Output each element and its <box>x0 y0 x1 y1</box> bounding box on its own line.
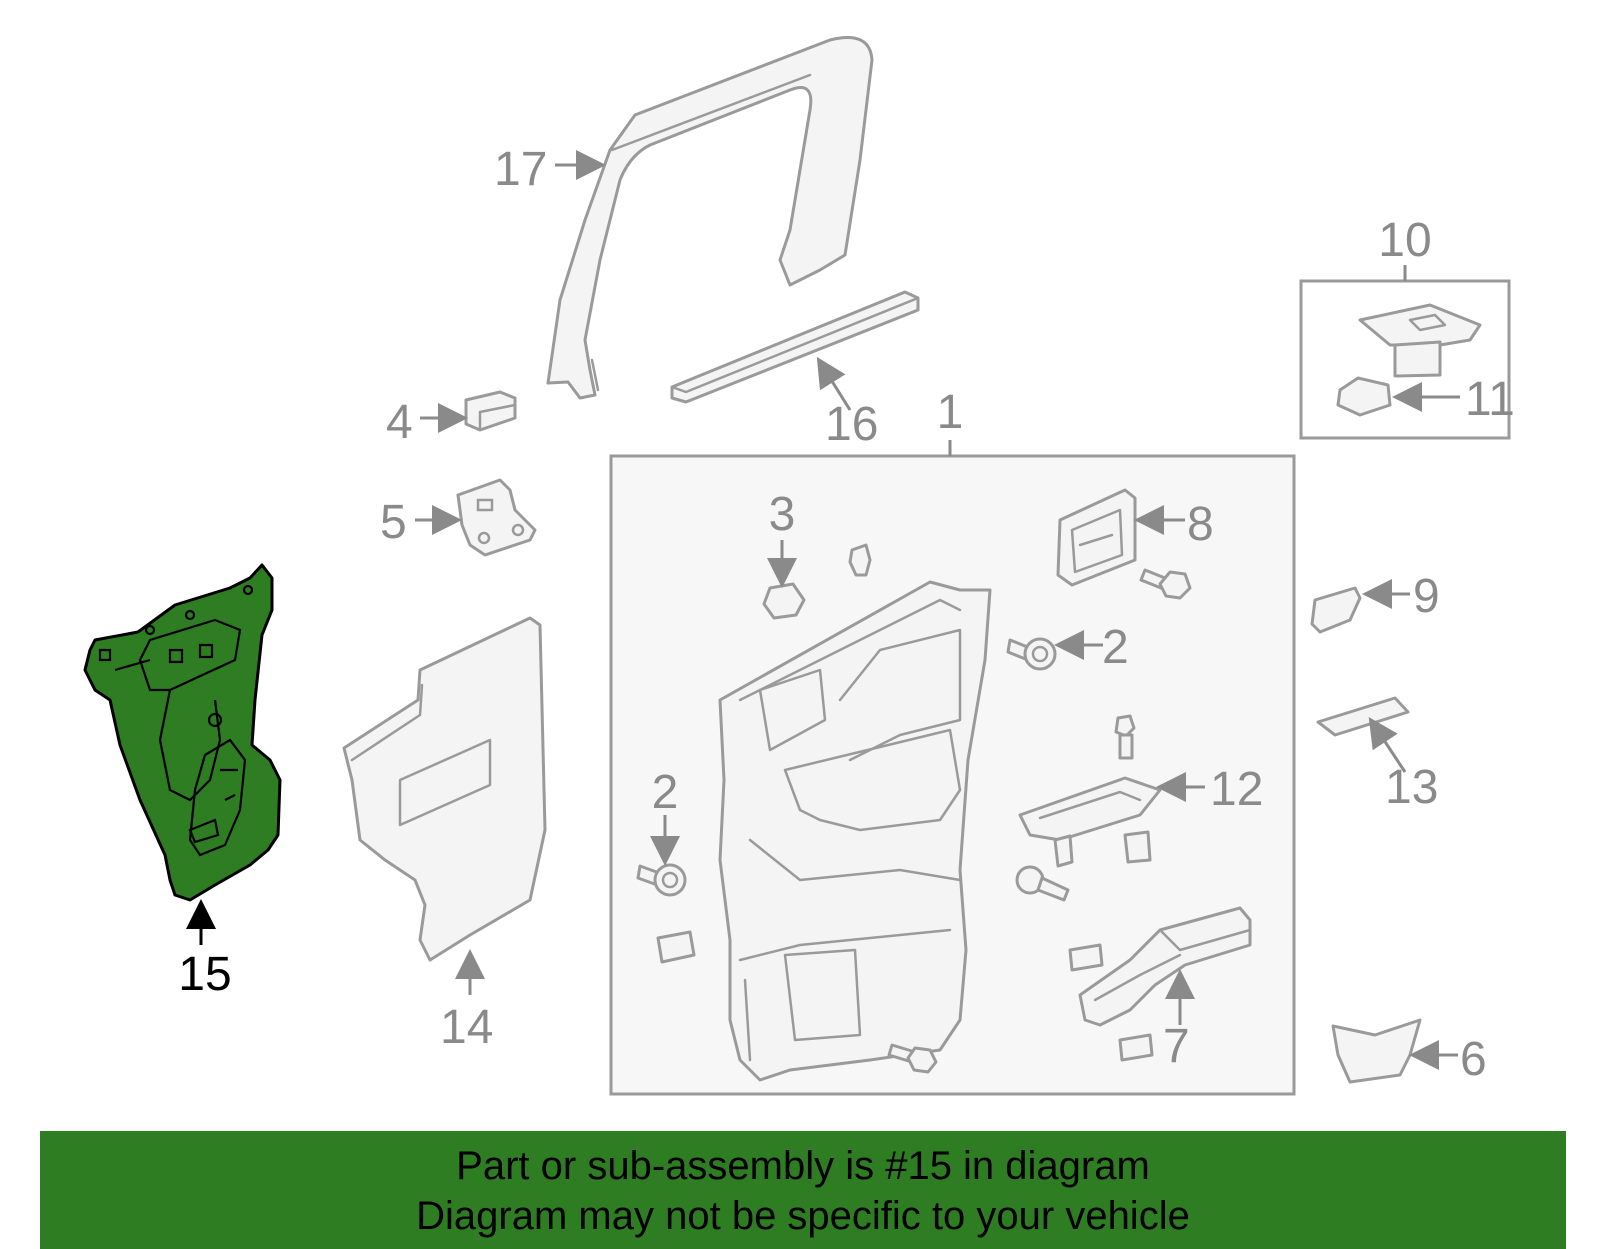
callout-16: 16 <box>825 398 878 451</box>
part-4-clip[interactable] <box>464 390 517 432</box>
callout-9: 9 <box>1413 570 1440 623</box>
arrow-16 <box>816 356 852 411</box>
part-17-window-channel[interactable] <box>546 36 874 400</box>
callout-1: 1 <box>937 386 964 439</box>
part-16-belt-weatherstrip[interactable] <box>670 290 920 404</box>
part-15-highlighted-panel[interactable] <box>83 563 282 902</box>
part-2-screw-upper[interactable] <box>1006 637 1057 671</box>
callout-labels: 1 2 2 3 4 5 6 7 8 9 10 11 12 13 14 15 16… <box>178 143 1515 1086</box>
part-info-banner: Part or sub-assembly is #15 in diagram D… <box>40 1131 1566 1249</box>
banner-line-2: Diagram may not be specific to your vehi… <box>416 1194 1190 1238</box>
part-8-handle-bezel[interactable] <box>1056 488 1137 587</box>
small-clip[interactable] <box>848 543 872 577</box>
callout-17: 17 <box>494 143 547 196</box>
bolt-upper[interactable] <box>1139 568 1192 600</box>
callout-5: 5 <box>380 496 407 549</box>
clip-square-low[interactable] <box>1118 1033 1154 1062</box>
callout-8: 8 <box>1187 498 1214 551</box>
callout-2-lower: 2 <box>652 766 679 819</box>
arrow-13 <box>1368 716 1407 773</box>
part-7-armrest[interactable] <box>1078 906 1252 1027</box>
callout-13: 13 <box>1385 761 1438 814</box>
callout-6: 6 <box>1460 1033 1487 1086</box>
callout-3: 3 <box>769 488 796 541</box>
callout-14: 14 <box>440 1001 493 1054</box>
exploded-parts-diagram: 1 2 2 3 4 5 6 7 8 9 10 11 12 13 14 15 16… <box>83 36 1515 1096</box>
callout-11: 11 <box>1465 373 1515 426</box>
bolt-lower[interactable] <box>1015 865 1070 902</box>
callout-15: 15 <box>178 948 231 1001</box>
part-2-screw-lower[interactable] <box>636 863 687 897</box>
banner-line-1: Part or sub-assembly is #15 in diagram <box>456 1144 1150 1188</box>
bolt-bottom[interactable] <box>887 1043 938 1074</box>
leader-arrows <box>186 150 1460 1070</box>
part-1-door-trim-panel[interactable] <box>718 580 992 1082</box>
part-3-nut[interactable] <box>762 582 806 620</box>
clip-square-left[interactable] <box>656 930 696 964</box>
bolt-mid[interactable] <box>1114 714 1136 760</box>
part-14-water-deflector[interactable] <box>342 616 547 962</box>
part-5-bracket[interactable] <box>456 478 537 557</box>
callout-2-upper: 2 <box>1102 621 1129 674</box>
part-13-pad[interactable] <box>1316 696 1410 737</box>
part-6-trim-bezel[interactable] <box>1331 1018 1422 1084</box>
part-11-switch-button[interactable] <box>1336 376 1392 417</box>
part-10-window-switch[interactable] <box>1358 303 1482 378</box>
callout-7: 7 <box>1163 1020 1190 1073</box>
callout-10: 10 <box>1378 214 1431 267</box>
clip-square-mid[interactable] <box>1068 943 1104 972</box>
callout-12: 12 <box>1210 763 1263 816</box>
part-12-pull-cup[interactable] <box>1018 776 1162 868</box>
callout-4: 4 <box>386 396 413 449</box>
part-9-trim-piece[interactable] <box>1310 586 1362 634</box>
